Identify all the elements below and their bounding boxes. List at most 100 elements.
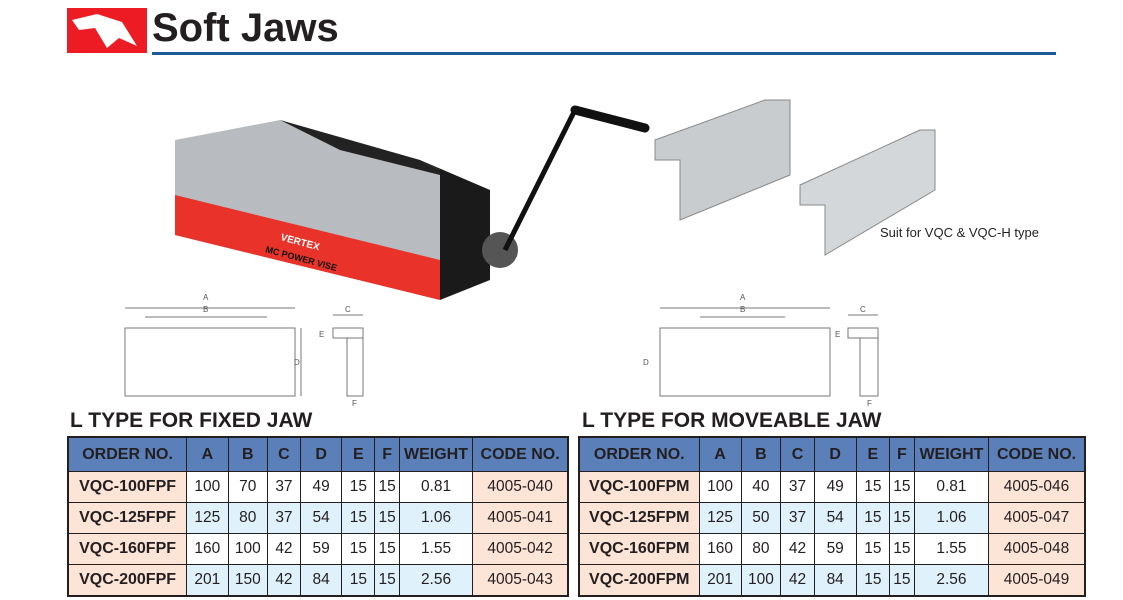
value-cell: 100 [740, 564, 782, 597]
value-cell: 15 [855, 564, 891, 597]
order-no-cell: VQC-100FPM [578, 471, 700, 503]
moveable-jaw-drawing: AB C D E F [643, 293, 879, 408]
value-cell: 1.06 [398, 502, 474, 534]
order-no-cell: VQC-100FPF [67, 471, 188, 503]
value-cell: 160 [698, 533, 742, 565]
value-cell: 37 [780, 471, 815, 503]
value-cell: 1.55 [913, 533, 990, 565]
svg-text:D: D [294, 358, 300, 367]
value-cell: 0.81 [913, 471, 990, 503]
column-header: CODE NO. [472, 436, 569, 472]
order-no-cell: VQC-160FPF [67, 533, 188, 565]
column-header: A [186, 436, 229, 472]
value-cell: 15 [341, 533, 376, 565]
value-cell: 201 [698, 564, 742, 597]
code-no-cell: 4005-049 [988, 564, 1086, 597]
vise-image: VERTEX MC POWER VISE [175, 105, 650, 300]
column-header: WEIGHT [913, 436, 990, 472]
value-cell: 150 [227, 564, 268, 597]
column-header: ORDER NO. [67, 436, 188, 472]
value-cell: 15 [374, 533, 400, 565]
column-header: D [813, 436, 857, 472]
svg-text:E: E [319, 330, 324, 339]
column-header: WEIGHT [398, 436, 474, 472]
svg-text:A: A [203, 293, 209, 302]
value-cell: 49 [299, 471, 343, 503]
svg-text:F: F [352, 399, 357, 408]
code-no-cell: 4005-047 [988, 502, 1086, 534]
value-cell: 15 [889, 564, 915, 597]
value-cell: 80 [740, 533, 782, 565]
value-cell: 42 [780, 533, 815, 565]
column-header: F [889, 436, 915, 472]
value-cell: 54 [813, 502, 857, 534]
value-cell: 15 [855, 533, 891, 565]
value-cell: 15 [889, 533, 915, 565]
value-cell: 1.55 [398, 533, 474, 565]
svg-text:C: C [345, 305, 351, 314]
column-header: F [374, 436, 400, 472]
value-cell: 37 [780, 502, 815, 534]
svg-text:E: E [835, 330, 840, 339]
eagle-logo [67, 8, 147, 53]
value-cell: 100 [227, 533, 268, 565]
order-no-cell: VQC-160FPM [578, 533, 700, 565]
order-no-cell: VQC-200FPM [578, 564, 700, 597]
soft-jaws-image [654, 99, 936, 256]
value-cell: 201 [186, 564, 229, 597]
value-cell: 40 [740, 471, 782, 503]
code-no-cell: 4005-046 [988, 471, 1086, 503]
value-cell: 70 [227, 471, 268, 503]
value-cell: 59 [299, 533, 343, 565]
svg-text:F: F [867, 399, 872, 408]
value-cell: 1.06 [913, 502, 990, 534]
value-cell: 125 [186, 502, 229, 534]
svg-text:B: B [740, 305, 745, 314]
value-cell: 160 [186, 533, 229, 565]
code-no-cell: 4005-048 [988, 533, 1086, 565]
value-cell: 100 [186, 471, 229, 503]
code-no-cell: 4005-043 [472, 564, 569, 597]
value-cell: 15 [889, 502, 915, 534]
svg-text:C: C [860, 305, 866, 314]
code-no-cell: 4005-042 [472, 533, 569, 565]
value-cell: 100 [698, 471, 742, 503]
order-no-cell: VQC-125FPM [578, 502, 700, 534]
fixed-jaw-drawing: AB C D E F [124, 293, 364, 408]
value-cell: 37 [266, 471, 301, 503]
column-header: B [740, 436, 782, 472]
svg-text:A: A [740, 293, 746, 302]
value-cell: 42 [266, 533, 301, 565]
value-cell: 2.56 [913, 564, 990, 597]
value-cell: 50 [740, 502, 782, 534]
value-cell: 15 [341, 564, 376, 597]
order-no-cell: VQC-125FPF [67, 502, 188, 534]
svg-text:B: B [203, 305, 208, 314]
column-header: C [780, 436, 815, 472]
value-cell: 15 [855, 471, 891, 503]
moveable-jaw-title: L TYPE FOR MOVEABLE JAW [582, 409, 882, 432]
value-cell: 80 [227, 502, 268, 534]
value-cell: 84 [813, 564, 857, 597]
value-cell: 37 [266, 502, 301, 534]
code-no-cell: 4005-040 [472, 471, 569, 503]
value-cell: 42 [780, 564, 815, 597]
svg-text:D: D [643, 358, 649, 367]
value-cell: 15 [374, 502, 400, 534]
value-cell: 42 [266, 564, 301, 597]
column-header: E [341, 436, 376, 472]
value-cell: 125 [698, 502, 742, 534]
value-cell: 2.56 [398, 564, 474, 597]
value-cell: 15 [374, 564, 400, 597]
value-cell: 15 [341, 471, 376, 503]
value-cell: 15 [889, 471, 915, 503]
